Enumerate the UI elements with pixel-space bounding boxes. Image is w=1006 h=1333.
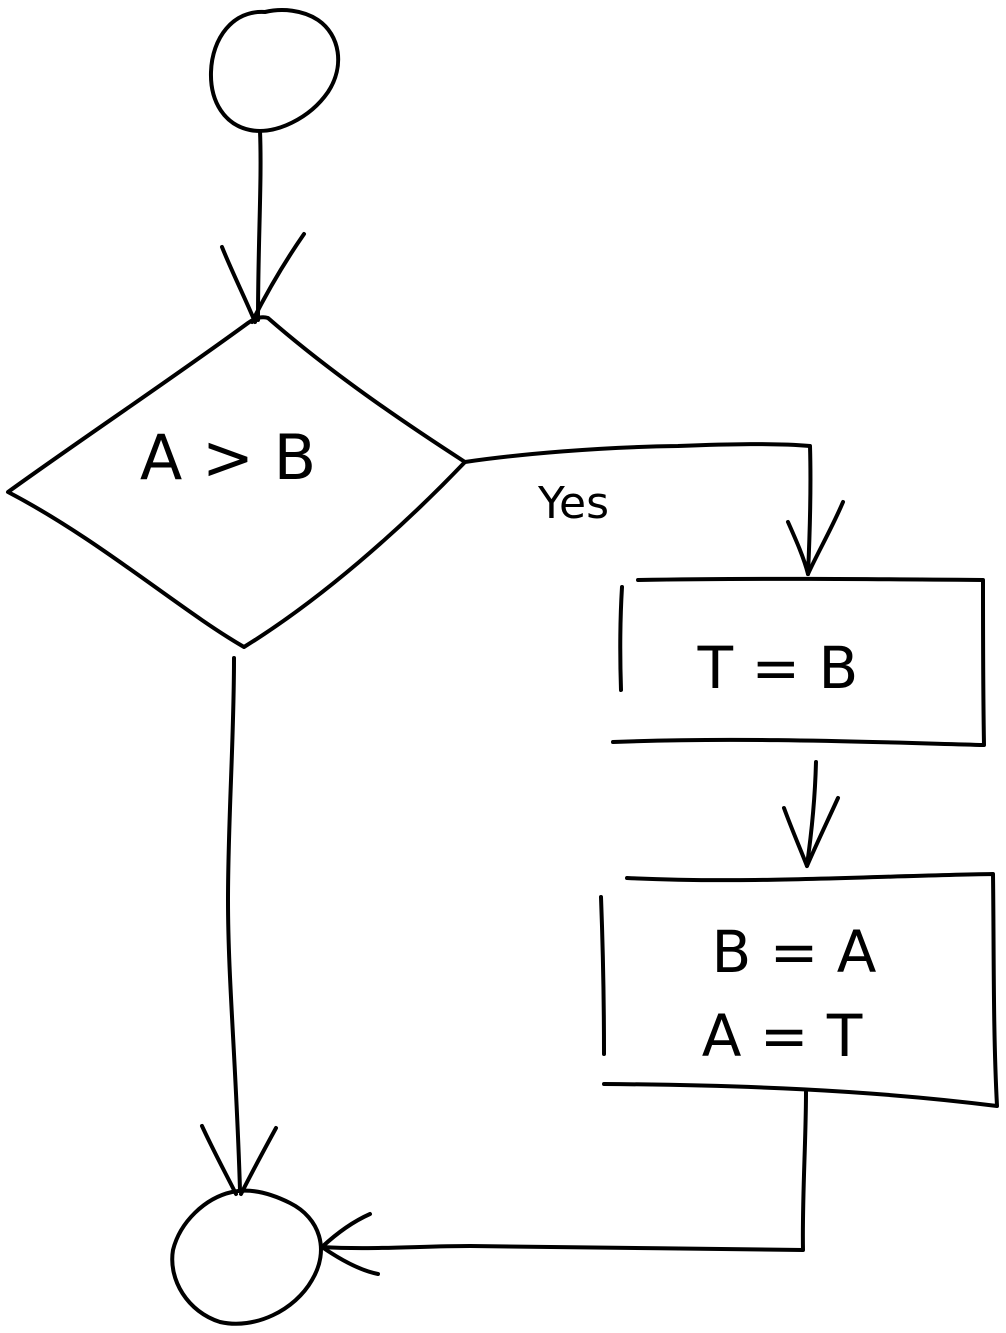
step2-node — [599, 872, 999, 1108]
decision-label: A > B — [140, 421, 316, 494]
step2-label-line1: B = A — [712, 918, 877, 986]
edge-yes-label: Yes — [537, 478, 609, 529]
arrowhead-decision-to-end — [200, 1124, 278, 1196]
end-node — [170, 1188, 323, 1326]
step2-label-line2: A = T — [702, 1002, 863, 1070]
arrowhead-step2-to-end — [320, 1212, 380, 1276]
step1-label: T = B — [697, 634, 859, 702]
decision-node — [6, 315, 467, 649]
arrowhead-decision-to-step1 — [786, 500, 845, 576]
edge-decision-to-step1 — [463, 442, 813, 576]
start-node — [208, 8, 341, 133]
edge-step2-to-end — [320, 1090, 808, 1252]
arrowhead-start-to-decision — [220, 232, 306, 324]
edge-step1-to-step2 — [805, 760, 818, 867]
edge-decision-to-end — [226, 656, 242, 1192]
step1-node — [611, 576, 986, 747]
arrowhead-step1-to-step2 — [782, 796, 840, 868]
edge-start-to-decision — [256, 129, 263, 322]
